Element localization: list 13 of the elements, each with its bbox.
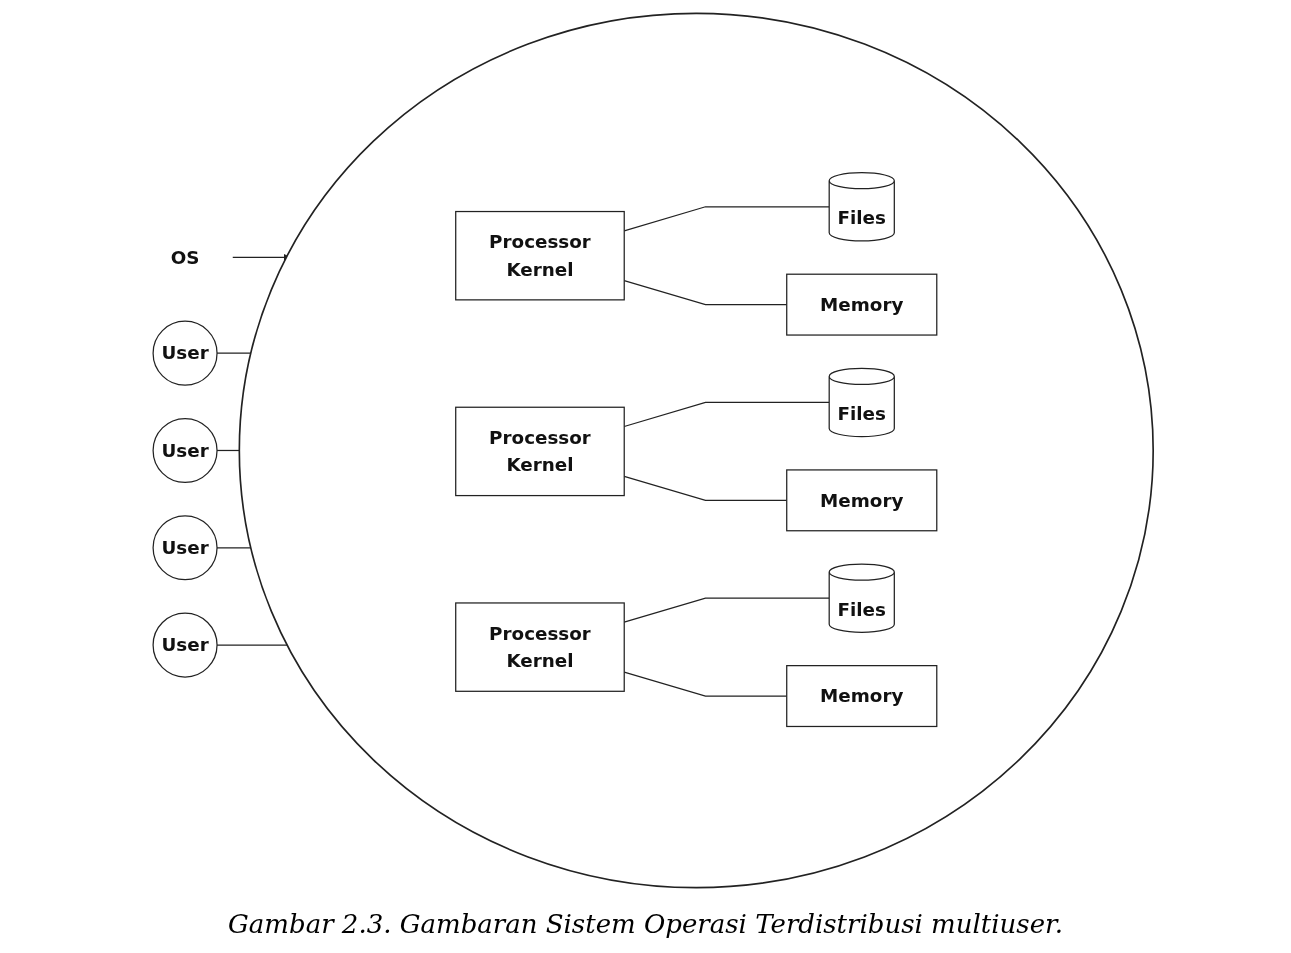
node-box: Memory xyxy=(786,665,938,728)
node-box: Processor Kernel xyxy=(455,602,626,692)
node-circle: User xyxy=(152,417,218,484)
node-circle: User xyxy=(152,612,218,678)
node-box: Memory xyxy=(786,469,938,532)
node-box: Processor Kernel xyxy=(455,406,626,497)
cluster xyxy=(238,12,1155,889)
node-circle: User xyxy=(152,320,218,386)
node-box: Processor Kernel xyxy=(455,210,626,301)
node-text: OS xyxy=(170,247,200,268)
figure-caption: Gambar 2.3. Gambaran Sistem Operasi Terdistribusi multiuser. xyxy=(228,909,1063,939)
node-circle: User xyxy=(152,515,218,581)
node-box: Memory xyxy=(786,273,938,336)
